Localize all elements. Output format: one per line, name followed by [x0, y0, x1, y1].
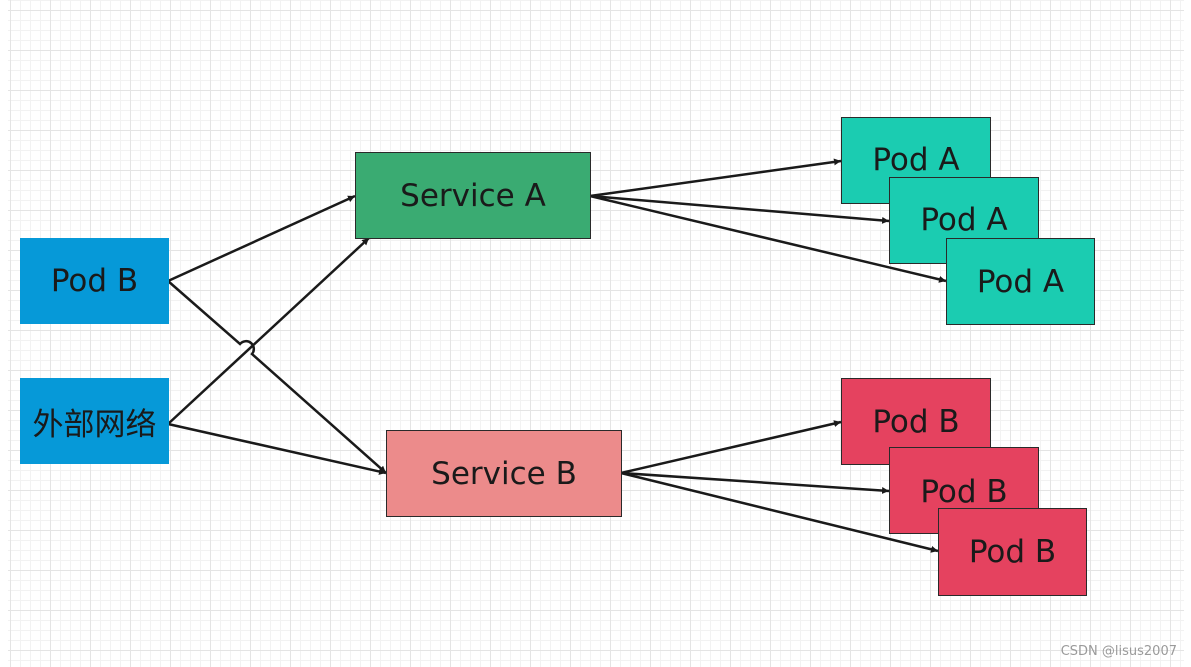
- service-a-label: Service A: [400, 177, 546, 214]
- service-b-node[interactable]: Service B: [386, 430, 622, 517]
- edge-service-a-to-pod-a-1: [589, 158, 842, 198]
- pod-b-node-3[interactable]: Pod B: [938, 508, 1087, 596]
- edge-external-to-service-a: [167, 237, 370, 425]
- pod-b-1-label: Pod B: [872, 404, 960, 440]
- pod-a-1-label: Pod A: [872, 142, 960, 178]
- pod-b-source-node[interactable]: Pod B: [20, 238, 169, 324]
- grid-canvas: [8, 0, 1184, 667]
- edge-service-a-to-pod-a-3: [589, 194, 947, 283]
- service-a-node[interactable]: Service A: [355, 152, 591, 239]
- pod-a-3-label: Pod A: [976, 263, 1065, 300]
- external-network-label: 外部网络: [32, 406, 157, 443]
- watermark: CSDN @lisus2007: [1060, 644, 1177, 659]
- pod-a-2-label: Pod A: [920, 202, 1008, 238]
- edge-podb-to-service-b: [167, 280, 387, 474]
- edge-service-a-to-pod-a-2: [589, 194, 890, 224]
- edge-service-b-to-pod-b-1: [620, 420, 842, 475]
- edge-external-to-service-b: [167, 422, 387, 475]
- pod-b-3-label: Pod B: [968, 534, 1057, 570]
- pod-b-source-label: Pod B: [50, 263, 139, 299]
- edge-service-b-to-pod-b-2: [620, 471, 890, 495]
- service-b-label: Service B: [431, 455, 577, 492]
- pod-a-node-3[interactable]: Pod A: [946, 238, 1095, 325]
- edge-podb-to-service-a: [167, 194, 356, 283]
- pod-b-2-label: Pod B: [920, 474, 1008, 510]
- external-network-node[interactable]: 外部网络: [20, 378, 169, 464]
- edge-service-b-to-pod-b-3: [620, 471, 939, 553]
